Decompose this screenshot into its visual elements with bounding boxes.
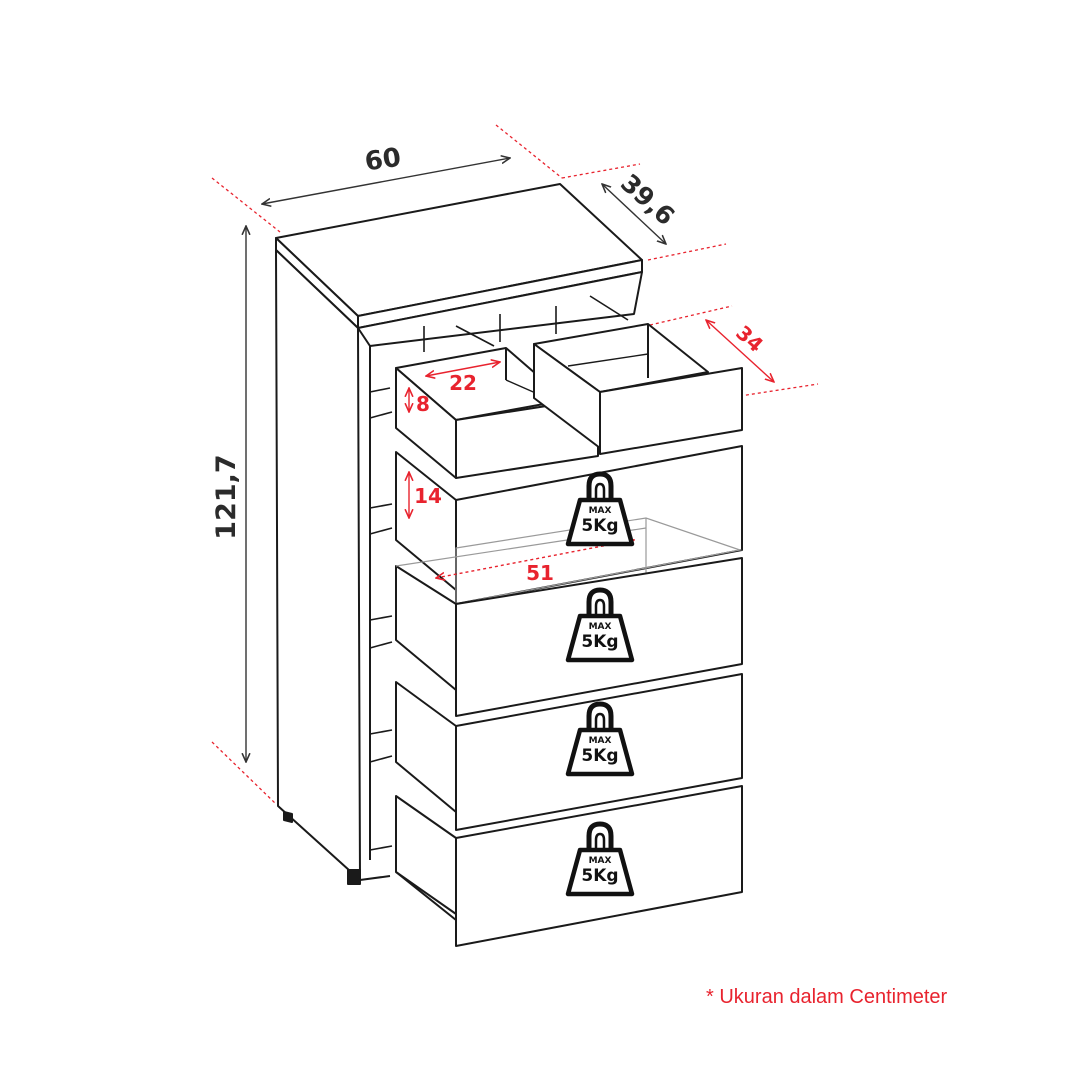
depth-label: 39,6 — [615, 168, 680, 231]
weight-load-label: 5Kg — [581, 746, 618, 766]
weight-badge-4: MAX 5Kg — [568, 824, 632, 894]
weight-badge-1: MAX 5Kg — [568, 474, 632, 544]
reference-lines — [211, 124, 819, 805]
small-drawer-right — [533, 323, 743, 455]
weight-badge-3: MAX 5Kg — [568, 704, 632, 774]
small-drawer-height-label: 8 — [416, 392, 430, 416]
large-drawer-width-label: 51 — [526, 561, 554, 585]
large-drawer-height-label: 14 — [414, 484, 442, 508]
weight-max-label: MAX — [589, 622, 612, 632]
drawer-depth-label: 34 — [731, 321, 768, 357]
overall-dimension-arrows — [246, 158, 666, 762]
weight-load-label: 5Kg — [581, 632, 618, 652]
depth-arrow — [602, 184, 666, 244]
height-label: 121,7 — [211, 454, 242, 539]
width-label: 60 — [363, 143, 403, 178]
weight-load-label: 5Kg — [581, 866, 618, 886]
weight-max-label: MAX — [589, 856, 612, 866]
small-width-arrow — [426, 362, 500, 376]
drawer-runners — [369, 295, 629, 851]
large-width-arrow — [436, 540, 634, 578]
weight-load-label: 5Kg — [581, 516, 618, 536]
small-drawer-width-label: 22 — [449, 371, 477, 395]
interior-dimension-arrows — [409, 320, 774, 578]
weight-badge-2: MAX 5Kg — [568, 590, 632, 660]
drawer-depth-arrow — [706, 320, 774, 382]
cabinet-body — [275, 183, 643, 885]
width-arrow — [262, 158, 510, 204]
unit-footnote: * Ukuran dalam Centimeter — [706, 986, 948, 1008]
weight-max-label: MAX — [589, 506, 612, 516]
weight-max-label: MAX — [589, 736, 612, 746]
